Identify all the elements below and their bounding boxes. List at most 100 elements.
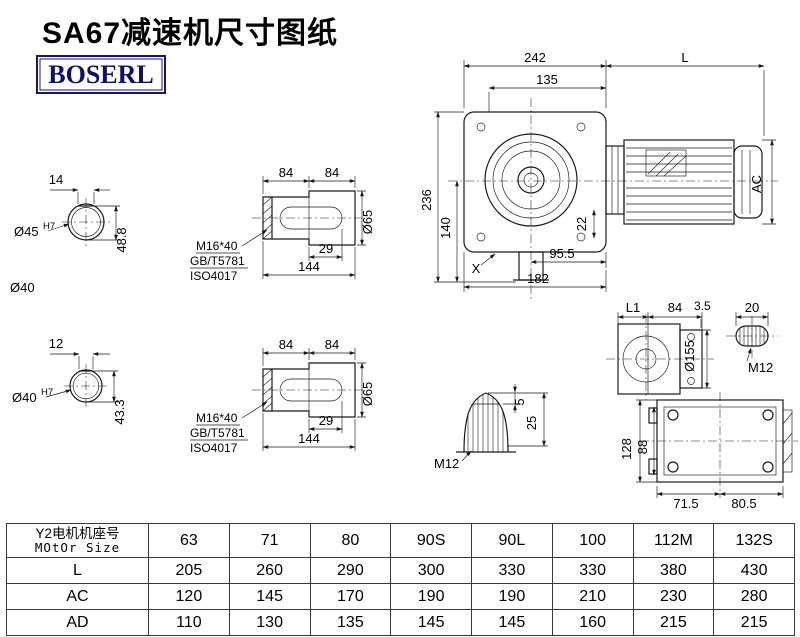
dim-144-label: 144	[298, 259, 320, 274]
dim-L1-label: L1	[626, 300, 640, 315]
table-cell: 90S	[390, 523, 472, 558]
shaft-end-bottom-centerlines	[64, 364, 108, 408]
terminal-box-hatching	[647, 151, 687, 177]
shaft-cross-section-centerlines	[726, 316, 778, 358]
dim-20-label: 20	[745, 300, 759, 315]
dim-29-label: 29	[319, 413, 333, 428]
motor-flange-lines	[611, 146, 619, 214]
table-cell: 63	[148, 523, 230, 558]
dim-88-label: 88	[635, 440, 650, 454]
dim-144-label: 144	[298, 431, 320, 446]
table-header-row: Y2电机机座号 MOtOr Size 63 71 80 90S 90L 100 …	[6, 523, 795, 558]
table-cell: 130	[228, 609, 311, 636]
table-cell: 145	[228, 583, 311, 610]
table-cell: 280	[713, 583, 795, 610]
table-cell: 145	[471, 609, 553, 636]
shaft-side-top-hatching	[262, 196, 273, 240]
table-header-motor-size: Y2电机机座号 MOtOr Size	[6, 523, 149, 558]
plug-detail-view: 5 25 M12	[434, 384, 548, 471]
shaft-side-view-bottom: 84 84 29 144 Ø65 M16*40 GB/T5781 ISO4017	[190, 337, 375, 455]
bottom-view-left-tab	[648, 458, 658, 475]
housing-bolt-holes	[476, 122, 586, 242]
motor-size-label-cn: Y2电机机座号	[35, 526, 120, 541]
main-view-dimension-lines	[434, 60, 776, 292]
shaft-side-view-top: 84 84 29 144 Ø65 M16*40 GB/T5781 ISO4017	[190, 165, 375, 283]
dim-29-label: 29	[319, 241, 333, 256]
dim-dia155-label: Ø155	[682, 340, 697, 372]
table-cell: 290	[309, 557, 392, 584]
table-cell: 210	[551, 583, 634, 610]
dim-dia40h7-label: Ø40	[12, 390, 37, 405]
flange-bolt-hole	[687, 377, 695, 385]
table-cell: 190	[390, 583, 472, 610]
thread-m12-label: M12	[434, 456, 459, 471]
table-cell: 330	[471, 557, 553, 584]
dim-key-width-label: 14	[49, 172, 63, 187]
dim-dia45-tolerance: H7	[43, 221, 55, 232]
flange-view-centerlines	[606, 314, 714, 400]
table-row: L 205 260 290 300 330 330 380 430	[6, 557, 795, 584]
motor-body	[623, 139, 735, 225]
technical-drawing: 14 Ø45 H7 48.8 Ø40 12 Ø40 H7 43.3	[10, 50, 798, 511]
dim-AC-label: AC	[749, 175, 764, 193]
flange-bolt-hole	[687, 333, 695, 341]
motor-flange	[605, 145, 625, 215]
bolt-callout-label: M16*40	[196, 411, 238, 425]
dim-135-label: 135	[536, 72, 558, 87]
motor-size-table: Y2电机机座号 MOtOr Size 63 71 80 90S 90L 100 …	[6, 523, 795, 636]
plug-dimension-lines	[461, 384, 548, 462]
standard-iso-label: ISO4017	[190, 269, 238, 283]
table-cell: 135	[309, 609, 392, 636]
fan-cover-slits	[741, 150, 751, 214]
row-label: AD	[6, 609, 149, 636]
output-flange-plate	[679, 329, 703, 389]
row-label: L	[6, 557, 149, 584]
table-cell: 300	[390, 557, 472, 584]
shaft-side-top-dimension-lines	[241, 176, 366, 279]
bottom-view-left-tab	[648, 407, 658, 424]
table-cell: 170	[309, 583, 392, 610]
standard-iso-label: ISO4017	[190, 441, 238, 455]
motor-cooling-fins	[626, 147, 732, 221]
plug-hatching	[464, 393, 508, 452]
table-cell: 112M	[632, 523, 715, 558]
table-cell: 100	[551, 523, 634, 558]
dim-dia65-label: Ø65	[360, 210, 375, 235]
bottom-view-strip-hatching	[782, 412, 793, 465]
dim-128-label: 128	[619, 438, 634, 460]
shaft-end-top-centerlines	[62, 198, 110, 246]
table-cell: 160	[551, 609, 634, 636]
dim-25-label: 25	[524, 416, 539, 430]
dim-242-label: 242	[524, 50, 546, 65]
table-cell: 145	[390, 609, 472, 636]
table-row: AC 120 145 170 190 190 210 230 280	[6, 583, 795, 610]
bolt-callout-label: M16*40	[196, 239, 238, 253]
table-cell: 71	[228, 523, 311, 558]
dim-95-5-label: 95.5	[549, 246, 574, 261]
motor-terminal-box	[645, 149, 687, 177]
shaft-side-bottom-hatching	[262, 368, 273, 412]
standard-gb-label: GB/T5781	[190, 426, 245, 440]
page-title: SA67减速机尺寸图纸	[42, 17, 339, 50]
dim-L-label: L	[681, 50, 688, 65]
table-cell: 205	[148, 557, 230, 584]
shaft-end-view-top: 14 Ø45 H7 48.8 Ø40	[10, 172, 129, 295]
shaft-end-view-bottom: 12 Ø40 H7 43.3	[12, 336, 127, 425]
table-cell: 380	[632, 557, 715, 584]
table-cell: 190	[471, 583, 553, 610]
marker-x-label: X	[472, 261, 481, 276]
dim-84-label: 84	[279, 165, 293, 180]
row-label: AC	[6, 583, 149, 610]
motor-fan-cover	[733, 145, 763, 219]
table-row: AD 110 130 135 145 145 160 215 215	[6, 609, 795, 636]
dim-236-label: 236	[419, 189, 434, 211]
dim-84-label: 84	[668, 300, 682, 315]
table-cell: 120	[148, 583, 230, 610]
bottom-view-centerlines	[640, 392, 798, 498]
bottom-view-dimension-lines	[636, 399, 784, 498]
dim-84-label: 84	[325, 337, 339, 352]
thread-m12-label: M12	[748, 360, 773, 375]
dim-84-label: 84	[325, 165, 339, 180]
table-cell: 90L	[471, 523, 553, 558]
dim-182-label: 182	[527, 271, 549, 286]
